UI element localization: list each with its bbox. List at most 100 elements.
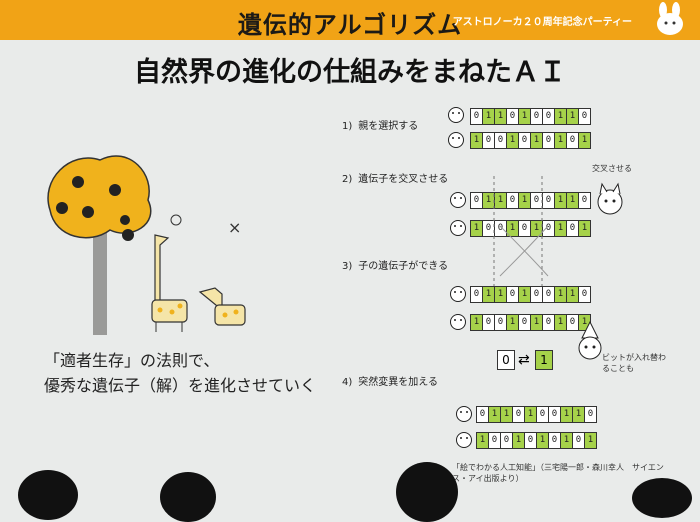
gene-cell: 0 — [513, 407, 525, 422]
gene-cell: 1 — [495, 193, 507, 208]
gene-cell: 0 — [567, 133, 579, 148]
gene-cell: 1 — [585, 433, 596, 448]
gene-cell: 0 — [471, 109, 483, 124]
gene-cell: 1 — [471, 221, 483, 236]
gene-cell: 1 — [513, 433, 525, 448]
gene-cell: 1 — [561, 407, 573, 422]
step-4: 4)突然変異を加える — [342, 373, 438, 388]
child-face-icon — [456, 406, 472, 422]
gene-cell: 0 — [531, 287, 543, 302]
gene-cell: 0 — [587, 409, 594, 419]
gene-cell: 1 — [519, 193, 531, 208]
gene-cell: 0 — [507, 193, 519, 208]
step-3-label: 子の遺伝子ができる — [358, 261, 449, 272]
gene-cell: 0 — [483, 133, 495, 148]
gene-cell: 0 — [495, 221, 507, 236]
gene-cell: 1 — [555, 315, 567, 330]
gene-cell: 1 — [471, 133, 483, 148]
child-face-icon — [450, 286, 466, 302]
step-2-number: 2) — [342, 174, 353, 185]
gene-cell: 0 — [567, 221, 579, 236]
step-2-label: 遺伝子を交叉させる — [358, 174, 449, 185]
gene-cell: 0 — [543, 221, 555, 236]
child-face-icon — [450, 314, 466, 330]
gene-cell: 0 — [507, 287, 519, 302]
crossover-lines — [493, 176, 549, 286]
scissors-cat-icon — [597, 182, 623, 215]
step-3-number: 3) — [342, 261, 353, 272]
step-2: 2) 遺伝子を交叉させる — [342, 170, 448, 185]
gene-cell: 0 — [477, 407, 489, 422]
caption-line-2: 優秀な遺伝子（解）を進化させていく — [44, 376, 317, 395]
step-1: 1)親を選択する — [342, 117, 418, 132]
gene-cell: 1 — [555, 109, 567, 124]
gene-cell: 1 — [483, 109, 495, 124]
gene-cell: 0 — [507, 109, 519, 124]
gene-cell: 0 — [537, 407, 549, 422]
gene-cell: 1 — [531, 315, 543, 330]
mutation-after: 1 — [535, 350, 553, 370]
audience-head — [18, 470, 78, 520]
gene-cell: 0 — [489, 433, 501, 448]
wizard-cat-icon — [578, 320, 602, 360]
gene-cell: 1 — [531, 133, 543, 148]
gene-cell: 0 — [519, 133, 531, 148]
gene-cell: 1 — [495, 109, 507, 124]
gene-cell: 0 — [549, 433, 561, 448]
gene-cell: 1 — [579, 221, 590, 236]
gene-cell: 0 — [531, 109, 543, 124]
step-4-label: 突然変異を加える — [358, 377, 438, 388]
audience-head — [160, 472, 216, 522]
x-mark: × — [228, 218, 242, 237]
gene-cell: 0 — [543, 315, 555, 330]
gene-cell: 0 — [525, 433, 537, 448]
gene-cell: 0 — [495, 133, 507, 148]
gene-cell: 0 — [573, 433, 585, 448]
gene-cell: 1 — [561, 433, 573, 448]
source-citation: 「絵でわかる人工知能」（三宅陽一郎・森川幸人 サイエンス・アイ出版より） — [452, 463, 664, 483]
gene-cell: 1 — [525, 407, 537, 422]
gene-cell: 1 — [567, 193, 579, 208]
bitflip-note: ビットが入れ替わることも — [602, 353, 666, 373]
child-face-icon — [456, 432, 472, 448]
gene-cell: 0 — [483, 315, 495, 330]
parent-face-icon — [450, 220, 466, 236]
gene-cell: 1 — [555, 221, 567, 236]
step-3: 3) 子の遺伝子ができる — [342, 257, 448, 272]
gene-cell: 1 — [501, 407, 513, 422]
step-1-number: 1) — [342, 121, 353, 132]
parent-face-icon — [450, 192, 466, 208]
gene-cell: 0 — [543, 109, 555, 124]
mascot-icon — [657, 2, 683, 35]
gene-cell: 1 — [573, 407, 585, 422]
gene-cell: 0 — [549, 407, 561, 422]
gene-cell: 0 — [581, 195, 588, 205]
gene-cell: 1 — [495, 287, 507, 302]
event-name: アストロノーカ２０周年記念パーティー — [452, 17, 632, 28]
gene-cell: 0 — [519, 315, 531, 330]
tree-giraffe-illustration — [47, 155, 246, 335]
gene-cell: 0 — [471, 193, 483, 208]
gene-cell: 0 — [567, 315, 579, 330]
header-bar: 遺伝的アルゴリズム アストロノーカ２０周年記念パーティー — [0, 0, 700, 40]
gene-cell: 1 — [507, 315, 519, 330]
gene-cell: 0 — [543, 287, 555, 302]
gene-cell: 0 — [543, 133, 555, 148]
gene-cell: 1 — [483, 287, 495, 302]
gene-cell: 0 — [519, 221, 531, 236]
gene-cell: 1 — [567, 109, 579, 124]
audience-head — [632, 478, 692, 518]
gene-cell: 0 — [581, 289, 588, 299]
gene-cell: 1 — [471, 315, 483, 330]
gene-cell: 1 — [555, 133, 567, 148]
gene-cell: 0 — [581, 111, 588, 121]
gene-cell: 1 — [489, 407, 501, 422]
gene-cell: 1 — [507, 221, 519, 236]
